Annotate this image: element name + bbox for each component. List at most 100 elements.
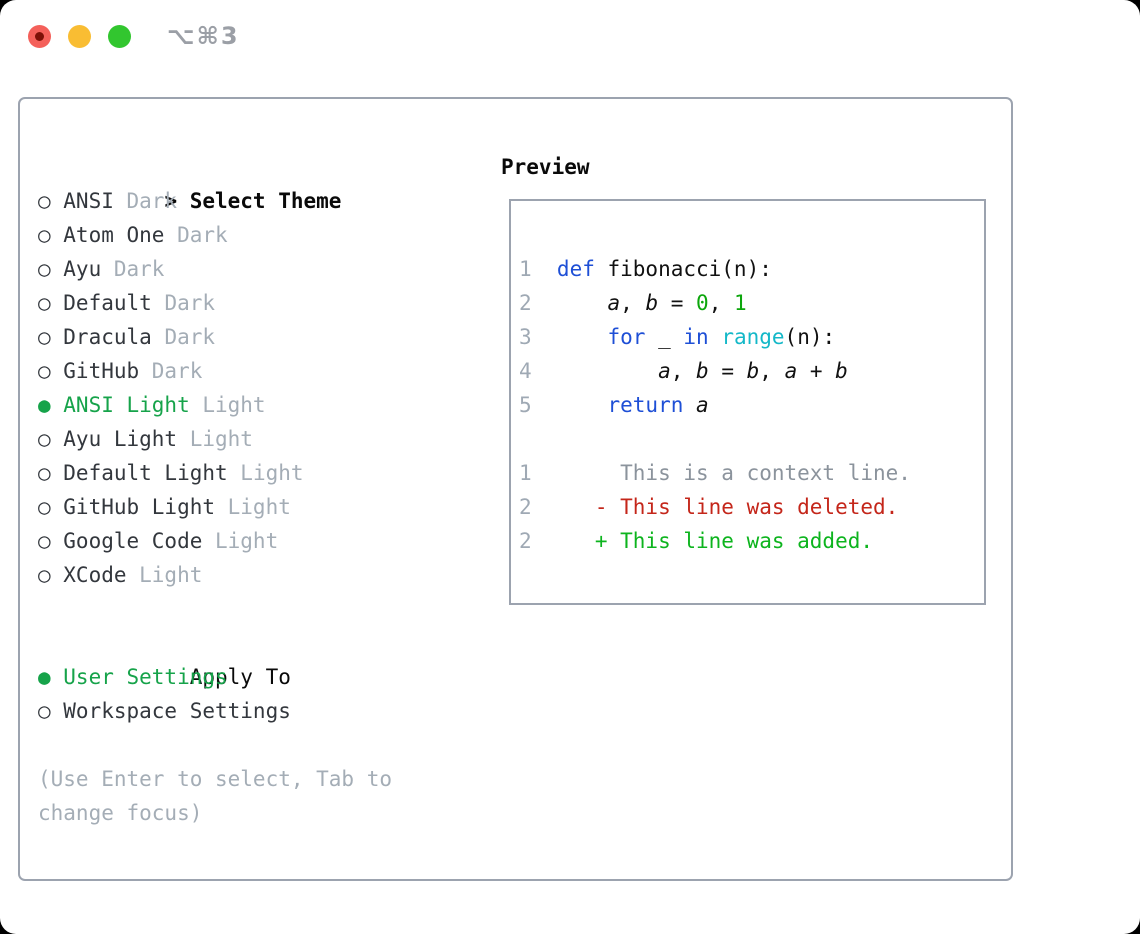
line-number: 2	[519, 291, 532, 315]
theme-variant-tag: Dark	[164, 325, 216, 349]
theme-option-label: Default	[63, 291, 152, 315]
code-token: +	[797, 359, 836, 383]
close-dot-icon	[35, 32, 44, 41]
code-token: =	[658, 291, 697, 315]
code-token: fibonacci(n):	[594, 257, 772, 281]
code-token: a	[607, 291, 621, 315]
line-number: 4	[519, 359, 532, 383]
line-number: 1	[519, 461, 532, 485]
theme-option-label: Atom One	[63, 223, 165, 247]
theme-variant-tag: Light	[240, 461, 304, 485]
theme-variant-tag: Light	[189, 427, 253, 451]
radio-unselected-icon: ○	[38, 427, 51, 451]
code-token: _	[645, 325, 684, 349]
theme-option-github-light[interactable]: ○ GitHub Light Light	[38, 490, 488, 524]
theme-option-label: XCode	[63, 563, 127, 587]
theme-variant-tag: Dark	[164, 291, 216, 315]
line-number: 2	[519, 529, 532, 553]
diff-text: This is a context line.	[556, 461, 911, 485]
theme-variant-tag: Dark	[126, 189, 178, 213]
radio-unselected-icon: ○	[38, 291, 51, 315]
code-token: a	[658, 359, 671, 383]
theme-option-xcode[interactable]: ○ XCode Light	[38, 558, 488, 592]
diff-line-added: 2 + This line was added.	[519, 524, 976, 558]
code-token	[557, 359, 658, 383]
code-token: b	[835, 359, 848, 383]
code-token: ,	[708, 291, 734, 315]
theme-variant-tag: Light	[215, 529, 279, 553]
theme-option-default-light[interactable]: ○ Default Light Light	[38, 456, 488, 490]
theme-variant-tag: Light	[139, 563, 203, 587]
radio-unselected-icon: ○	[38, 461, 51, 485]
code-token: return	[607, 393, 684, 417]
zoom-button[interactable]	[108, 25, 131, 48]
theme-option-label: Ayu	[63, 257, 102, 281]
diff-preview: 1 This is a context line. 2 - This line w…	[519, 456, 976, 558]
theme-option-ayu-light[interactable]: ○ Ayu Light Light	[38, 422, 488, 456]
blank-line	[519, 422, 976, 456]
select-theme-title: Select Theme	[189, 189, 342, 213]
help-text: (Use Enter to select, Tab to change focu…	[38, 767, 393, 825]
code-token: 0	[696, 291, 709, 315]
theme-option-label: Default Light	[63, 461, 228, 485]
code-token: b	[645, 291, 659, 315]
diff-line-deleted: 2 - This line was deleted.	[519, 490, 976, 524]
select-theme-header: > Select Theme	[38, 150, 488, 213]
code-token: =	[708, 359, 747, 383]
theme-option-label: Dracula	[63, 325, 152, 349]
apply-to-list: ●User Settings○Workspace Settings	[38, 660, 488, 728]
theme-option-ayu[interactable]: ○ Ayu Dark	[38, 252, 488, 286]
diff-text: - This line was deleted.	[556, 495, 899, 519]
line-number: 1	[519, 257, 532, 281]
code-token: for	[607, 325, 646, 349]
theme-variant-tag: Light	[227, 495, 291, 519]
code-line: 3 for _ in range(n):	[519, 320, 976, 354]
theme-option-label: Ayu Light	[63, 427, 178, 451]
code-token: b	[696, 359, 709, 383]
code-token	[683, 393, 696, 417]
preview-title: Preview	[501, 155, 590, 179]
code-token	[557, 325, 608, 349]
minimize-button[interactable]	[68, 25, 91, 48]
line-number: 2	[519, 495, 532, 519]
code-token: ,	[620, 291, 646, 315]
theme-option-label: ANSI Light	[63, 393, 190, 417]
radio-unselected-icon: ○	[38, 257, 51, 281]
close-button[interactable]	[28, 25, 51, 48]
theme-option-label: ANSI	[63, 189, 114, 213]
window-shortcut-label: ⌥⌘3	[167, 22, 240, 50]
theme-variant-tag: Dark	[177, 223, 228, 247]
radio-selected-icon: ●	[38, 665, 51, 689]
code-token: b	[746, 359, 760, 383]
code-line: 4 a, b = b, a + b	[519, 354, 976, 388]
code-token: range	[721, 325, 785, 349]
theme-option-label: GitHub Light	[63, 495, 215, 519]
code-token	[557, 393, 608, 417]
code-line: 2 a, b = 0, 1	[519, 286, 976, 320]
theme-variant-tag: Dark	[113, 257, 165, 281]
prompt-icon: >	[164, 189, 178, 213]
theme-option-default[interactable]: ○ Default Dark	[38, 286, 488, 320]
radio-unselected-icon: ○	[38, 529, 51, 553]
apply-option-user-settings[interactable]: ●User Settings	[38, 660, 488, 694]
code-token: ,	[759, 359, 785, 383]
apply-to-title: Apply To	[189, 665, 291, 689]
radio-unselected-icon: ○	[38, 563, 51, 587]
radio-unselected-icon: ○	[38, 495, 51, 519]
code-token: in	[683, 325, 709, 349]
code-token: ,	[670, 359, 697, 383]
apply-option-workspace-settings[interactable]: ○Workspace Settings	[38, 694, 488, 728]
